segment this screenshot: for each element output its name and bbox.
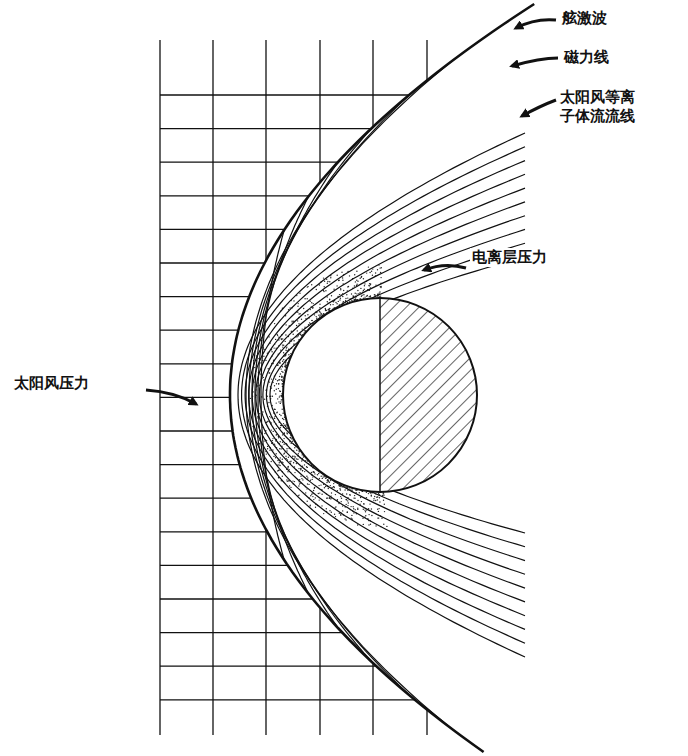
bow-shock bbox=[230, 4, 534, 752]
solar-wind-grid bbox=[160, 40, 540, 735]
annotation-label: 太阳风压力 bbox=[12, 374, 91, 393]
streamlines bbox=[238, 133, 525, 657]
leader-arrows bbox=[146, 20, 558, 404]
annotation-label: 太阳风等离子体流流线 bbox=[558, 88, 640, 126]
planet bbox=[283, 298, 477, 492]
annotation-label: 电离层压力 bbox=[470, 248, 549, 267]
terminator bbox=[379, 298, 381, 492]
annotation-label: 磁力线 bbox=[562, 48, 611, 67]
planet-night-side bbox=[380, 298, 477, 492]
annotation-label: 舷激波 bbox=[560, 9, 609, 28]
